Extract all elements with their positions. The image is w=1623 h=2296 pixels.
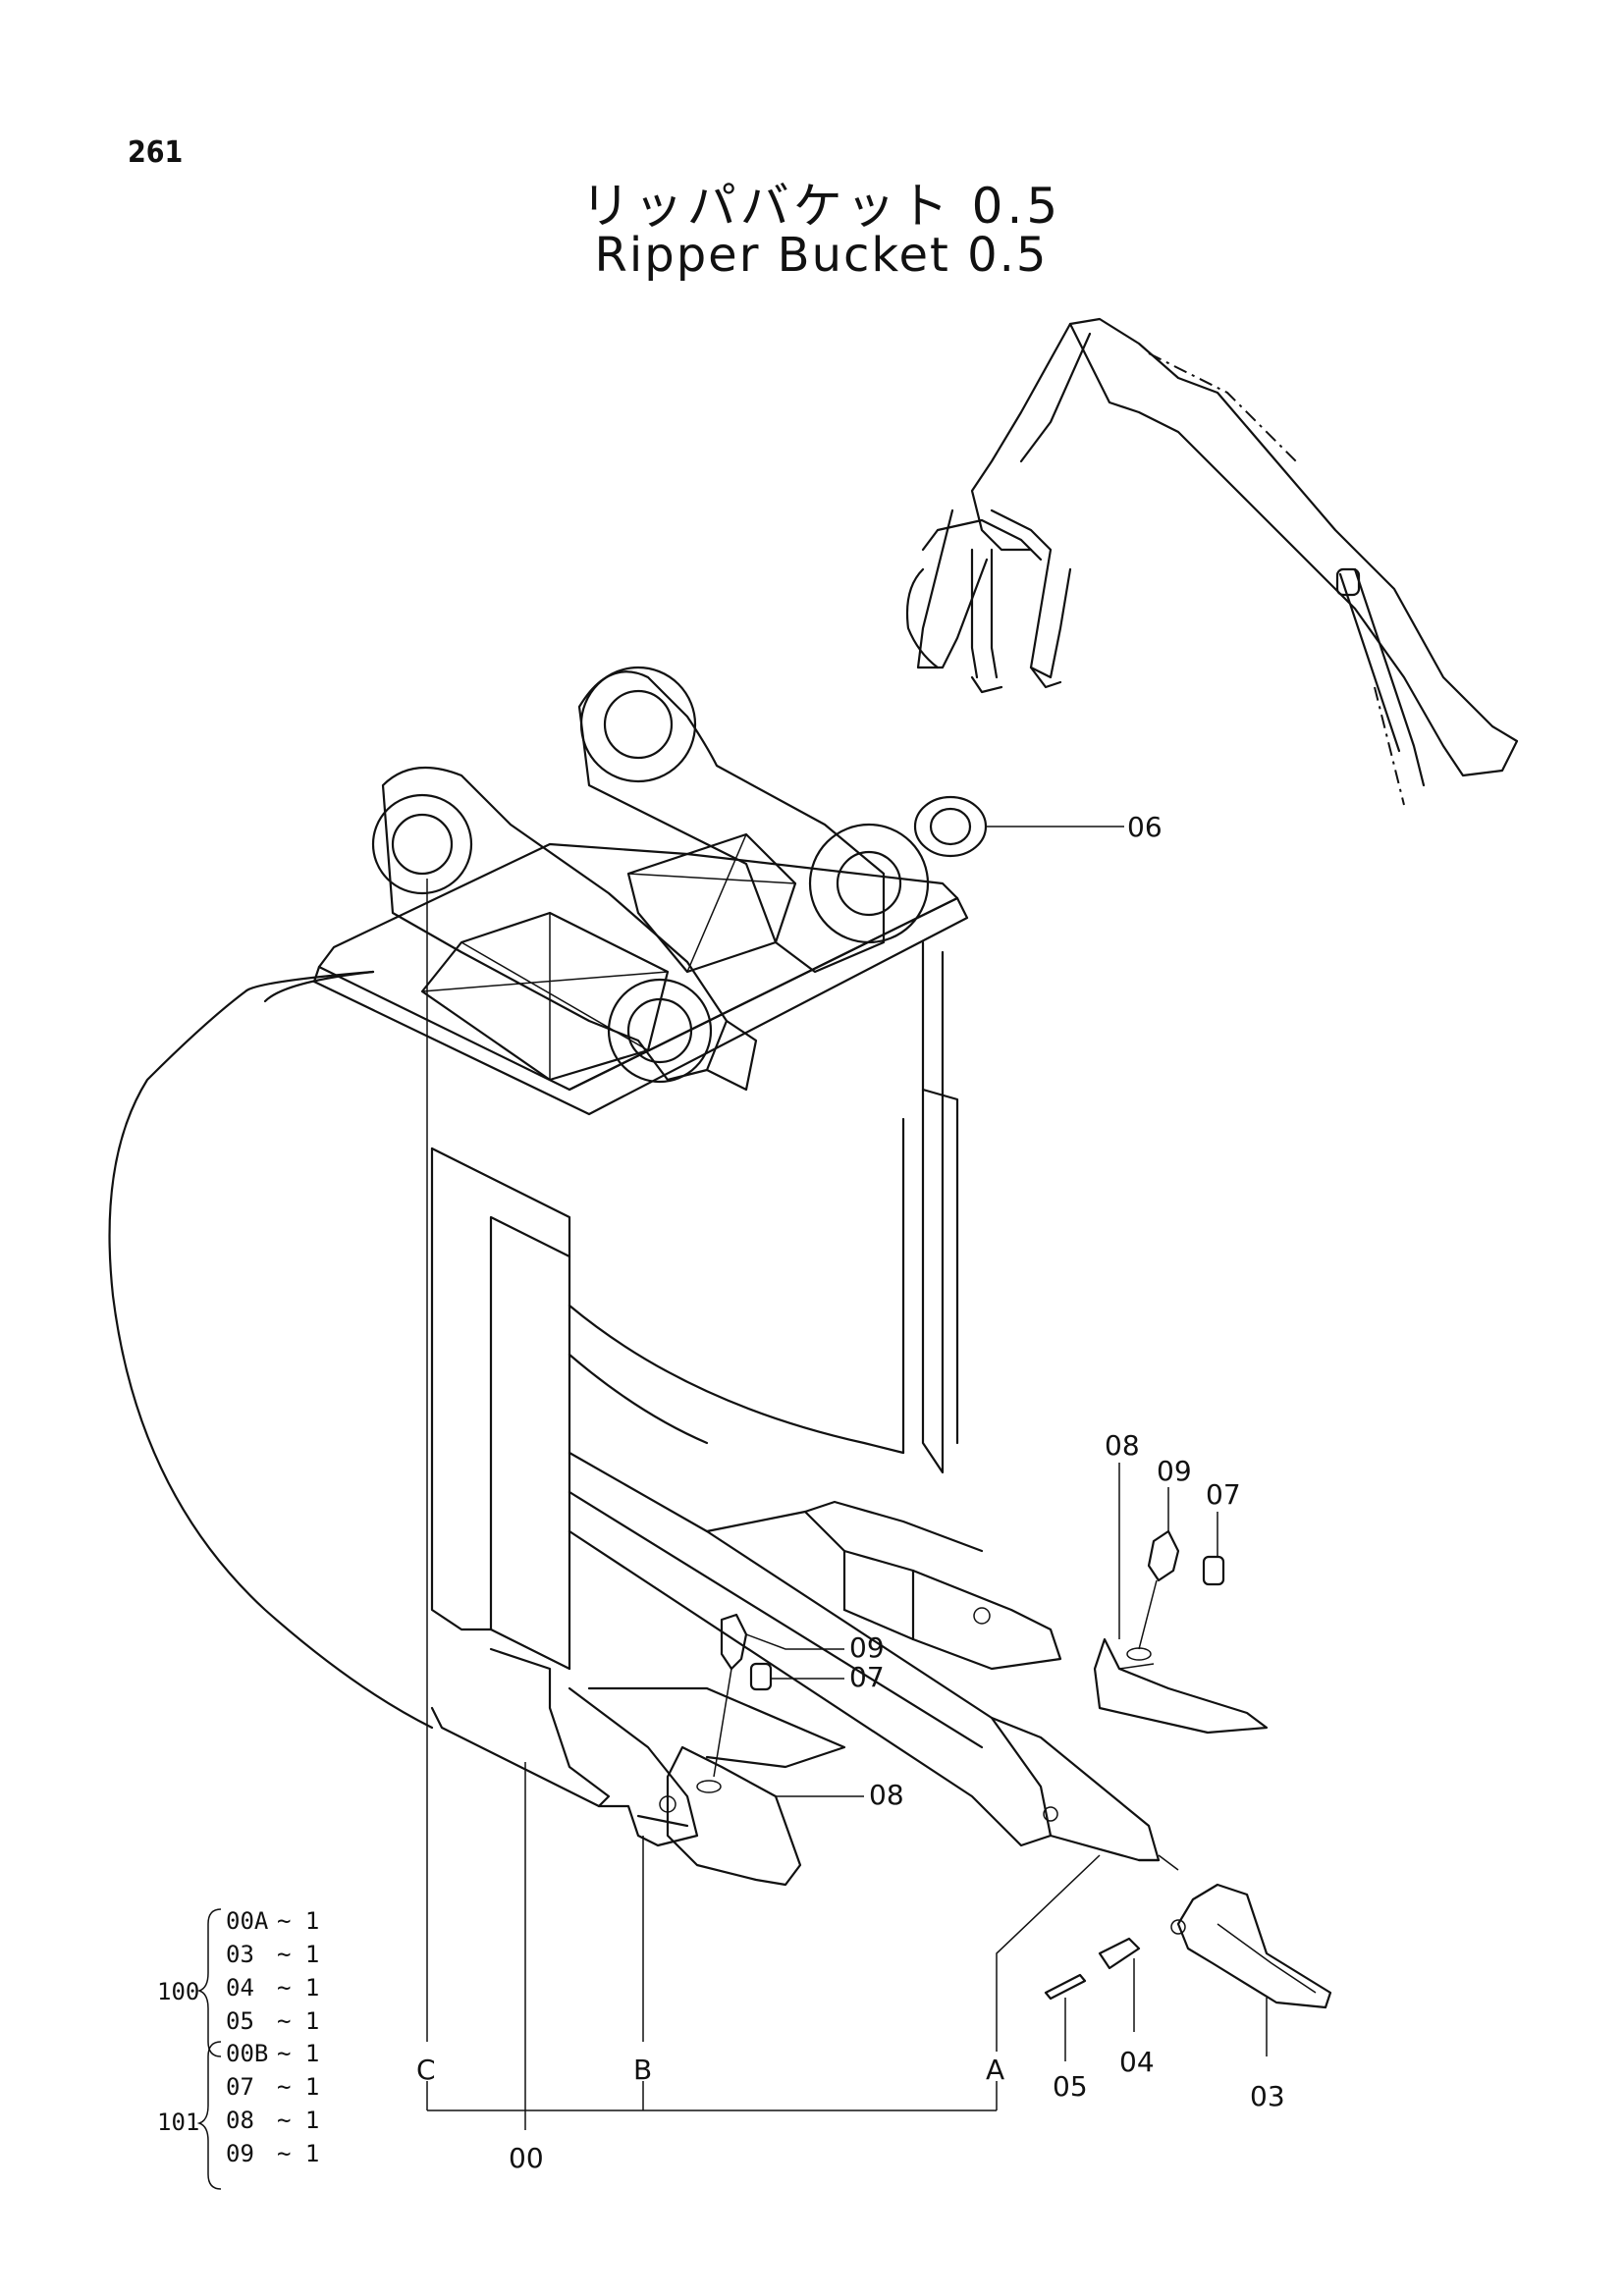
kit-101-qty: ~ 1 bbox=[277, 2140, 319, 2167]
kit-100-qty: ~ 1 bbox=[277, 1974, 319, 2002]
kit-101-part: 07 bbox=[226, 2073, 254, 2101]
callout-00: 00 bbox=[509, 2142, 544, 2174]
ref-label-b: B bbox=[633, 2054, 652, 2086]
kit-100-part: 05 bbox=[226, 2007, 254, 2035]
kit-101-part: 00B bbox=[226, 2040, 268, 2067]
kit-number-100: 100 bbox=[157, 1978, 199, 2005]
kit-101-part: 08 bbox=[226, 2107, 254, 2134]
kit-100-qty: ~ 1 bbox=[277, 2007, 319, 2035]
callout-08-center: 08 bbox=[869, 1779, 904, 1811]
kit-101-qty: ~ 1 bbox=[277, 2040, 319, 2067]
title-japanese: リッパバケット 0.5 bbox=[580, 178, 1062, 235]
parts-exploded bbox=[426, 795, 1332, 2130]
kit-100-qty: ~ 1 bbox=[277, 1907, 319, 1935]
title-english: Ripper Bucket 0.5 bbox=[594, 228, 1049, 283]
callout-08-right: 08 bbox=[1105, 1429, 1140, 1462]
kit-100-part: 00A bbox=[226, 1907, 269, 1935]
callout-09-center: 09 bbox=[849, 1631, 885, 1664]
kit-101-qty: ~ 1 bbox=[277, 2073, 319, 2101]
callout-05: 05 bbox=[1053, 2070, 1088, 2103]
callout-06: 06 bbox=[1127, 811, 1163, 843]
kit-100-part: 03 bbox=[226, 1941, 254, 1968]
callout-04: 04 bbox=[1119, 2046, 1155, 2078]
kit-number-101: 101 bbox=[157, 2109, 199, 2136]
kit-101-qty: ~ 1 bbox=[277, 2107, 319, 2134]
ref-label-c: C bbox=[416, 2054, 436, 2086]
kit-100: 100 00A ~ 1 03 ~ 1 04 ~ 1 05 ~ 1 bbox=[157, 1907, 319, 2057]
kit-101-part: 09 bbox=[226, 2140, 254, 2167]
kit-100-part: 04 bbox=[226, 1974, 254, 2002]
kit-101: 101 00B ~ 1 07 ~ 1 08 ~ 1 09 ~ 1 bbox=[157, 2040, 319, 2190]
callout-09-right: 09 bbox=[1157, 1455, 1192, 1487]
ripper-bucket-body bbox=[108, 666, 1161, 1862]
excavator-arm-thumbnail bbox=[905, 317, 1519, 806]
kit-100-qty: ~ 1 bbox=[277, 1941, 319, 1968]
page-number: 261 bbox=[128, 135, 184, 170]
ref-label-a: A bbox=[986, 2054, 1004, 2086]
callout-03: 03 bbox=[1250, 2080, 1285, 2112]
callout-07-center: 07 bbox=[849, 1661, 885, 1693]
callout-07-right: 07 bbox=[1206, 1478, 1241, 1511]
